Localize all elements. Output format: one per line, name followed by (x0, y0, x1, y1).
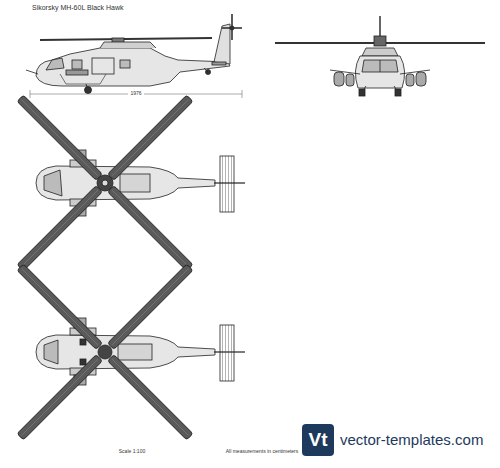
drawing-title: Sikorsky MH-60L Black Hawk (32, 4, 124, 12)
units-note: All measurements in centimeters (226, 449, 299, 455)
website-name: vector-templates.com (340, 432, 483, 449)
front-view (275, 16, 485, 96)
side-view (26, 14, 242, 94)
top-view (17, 95, 245, 271)
bottom-view (17, 264, 245, 440)
scale-note: Scale 1:100 (119, 449, 145, 455)
dimension-value: 1976 (128, 91, 143, 97)
logo-mark: Vt (309, 430, 328, 451)
logo-badge (302, 424, 334, 456)
dimension-line (30, 90, 242, 98)
